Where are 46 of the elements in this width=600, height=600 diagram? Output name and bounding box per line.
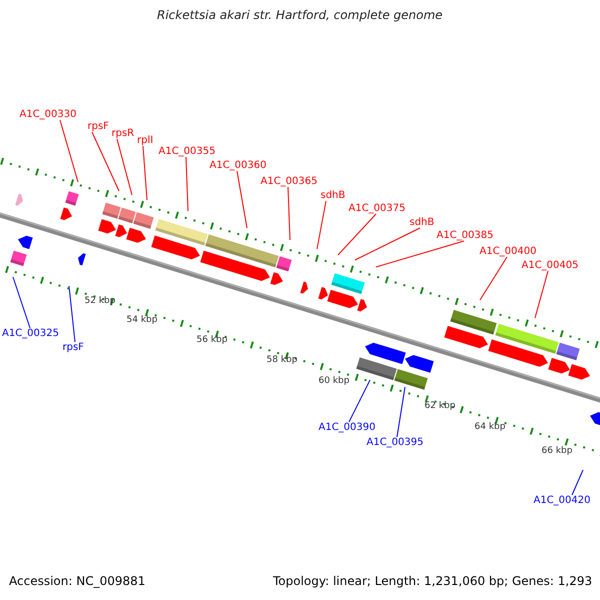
leader-line — [116, 138, 132, 196]
scale-label: 64 kbp — [474, 423, 506, 433]
leader-line — [68, 286, 76, 342]
genome-stats-note: Topology: linear; Length: 1,231,060 bp; Genes: 1,293 — [273, 575, 592, 588]
gene-label: A1C_00390 — [318, 422, 376, 433]
leader-line — [338, 214, 376, 256]
leader-line — [236, 170, 248, 228]
leader-line — [186, 156, 188, 212]
leader-line — [12, 276, 30, 328]
leader-line — [354, 228, 420, 260]
gene-label: A1C_00355 — [158, 146, 216, 157]
gene-label: A1C_00330 — [20, 109, 76, 120]
gene-label: rpsF — [88, 121, 109, 132]
gene-label: rpsR — [112, 128, 134, 139]
gene-label: sdhB — [410, 217, 434, 228]
gene-label: A1C_00365 — [260, 176, 318, 187]
leader-line — [396, 386, 406, 438]
scale-label: 56 kbp — [196, 336, 228, 346]
gene-label: A1C_00405 — [522, 260, 578, 271]
leader-line — [348, 380, 370, 422]
gene-label: sdhB — [320, 190, 346, 201]
gene-label: A1C_00420 — [534, 495, 590, 506]
leader-line — [534, 270, 548, 318]
scale-label: 66 kbp — [542, 447, 572, 457]
gene-label: A1C_00325 — [2, 328, 59, 339]
leader-line — [316, 200, 326, 250]
gene-label: A1C_00395 — [366, 437, 424, 448]
leader-line — [60, 120, 78, 182]
scale-label: 58 kbp — [266, 356, 298, 366]
gene-label: A1C_00385 — [436, 230, 494, 241]
leader-line — [480, 256, 508, 300]
leader-line — [572, 470, 584, 496]
scale-label: 62 kbp — [424, 402, 456, 412]
accession-note: Accession: NC_009881 — [9, 575, 146, 588]
leader-line — [92, 132, 120, 192]
gene-label: A1C_00375 — [348, 203, 406, 214]
gene-label: rpsF — [62, 342, 84, 353]
leader-line — [376, 240, 464, 268]
map-title: Rickettsia akari str. Hartford, complete genome — [157, 9, 443, 22]
gene-label: rplI — [137, 135, 154, 146]
scale-label: 54 kbp — [126, 316, 158, 326]
leader-line — [142, 146, 148, 200]
gene-label: A1C_00360 — [210, 160, 266, 171]
gene-label: A1C_00400 — [480, 246, 536, 257]
leader-line — [288, 186, 290, 240]
scale-label: 60 kbp — [318, 377, 350, 387]
